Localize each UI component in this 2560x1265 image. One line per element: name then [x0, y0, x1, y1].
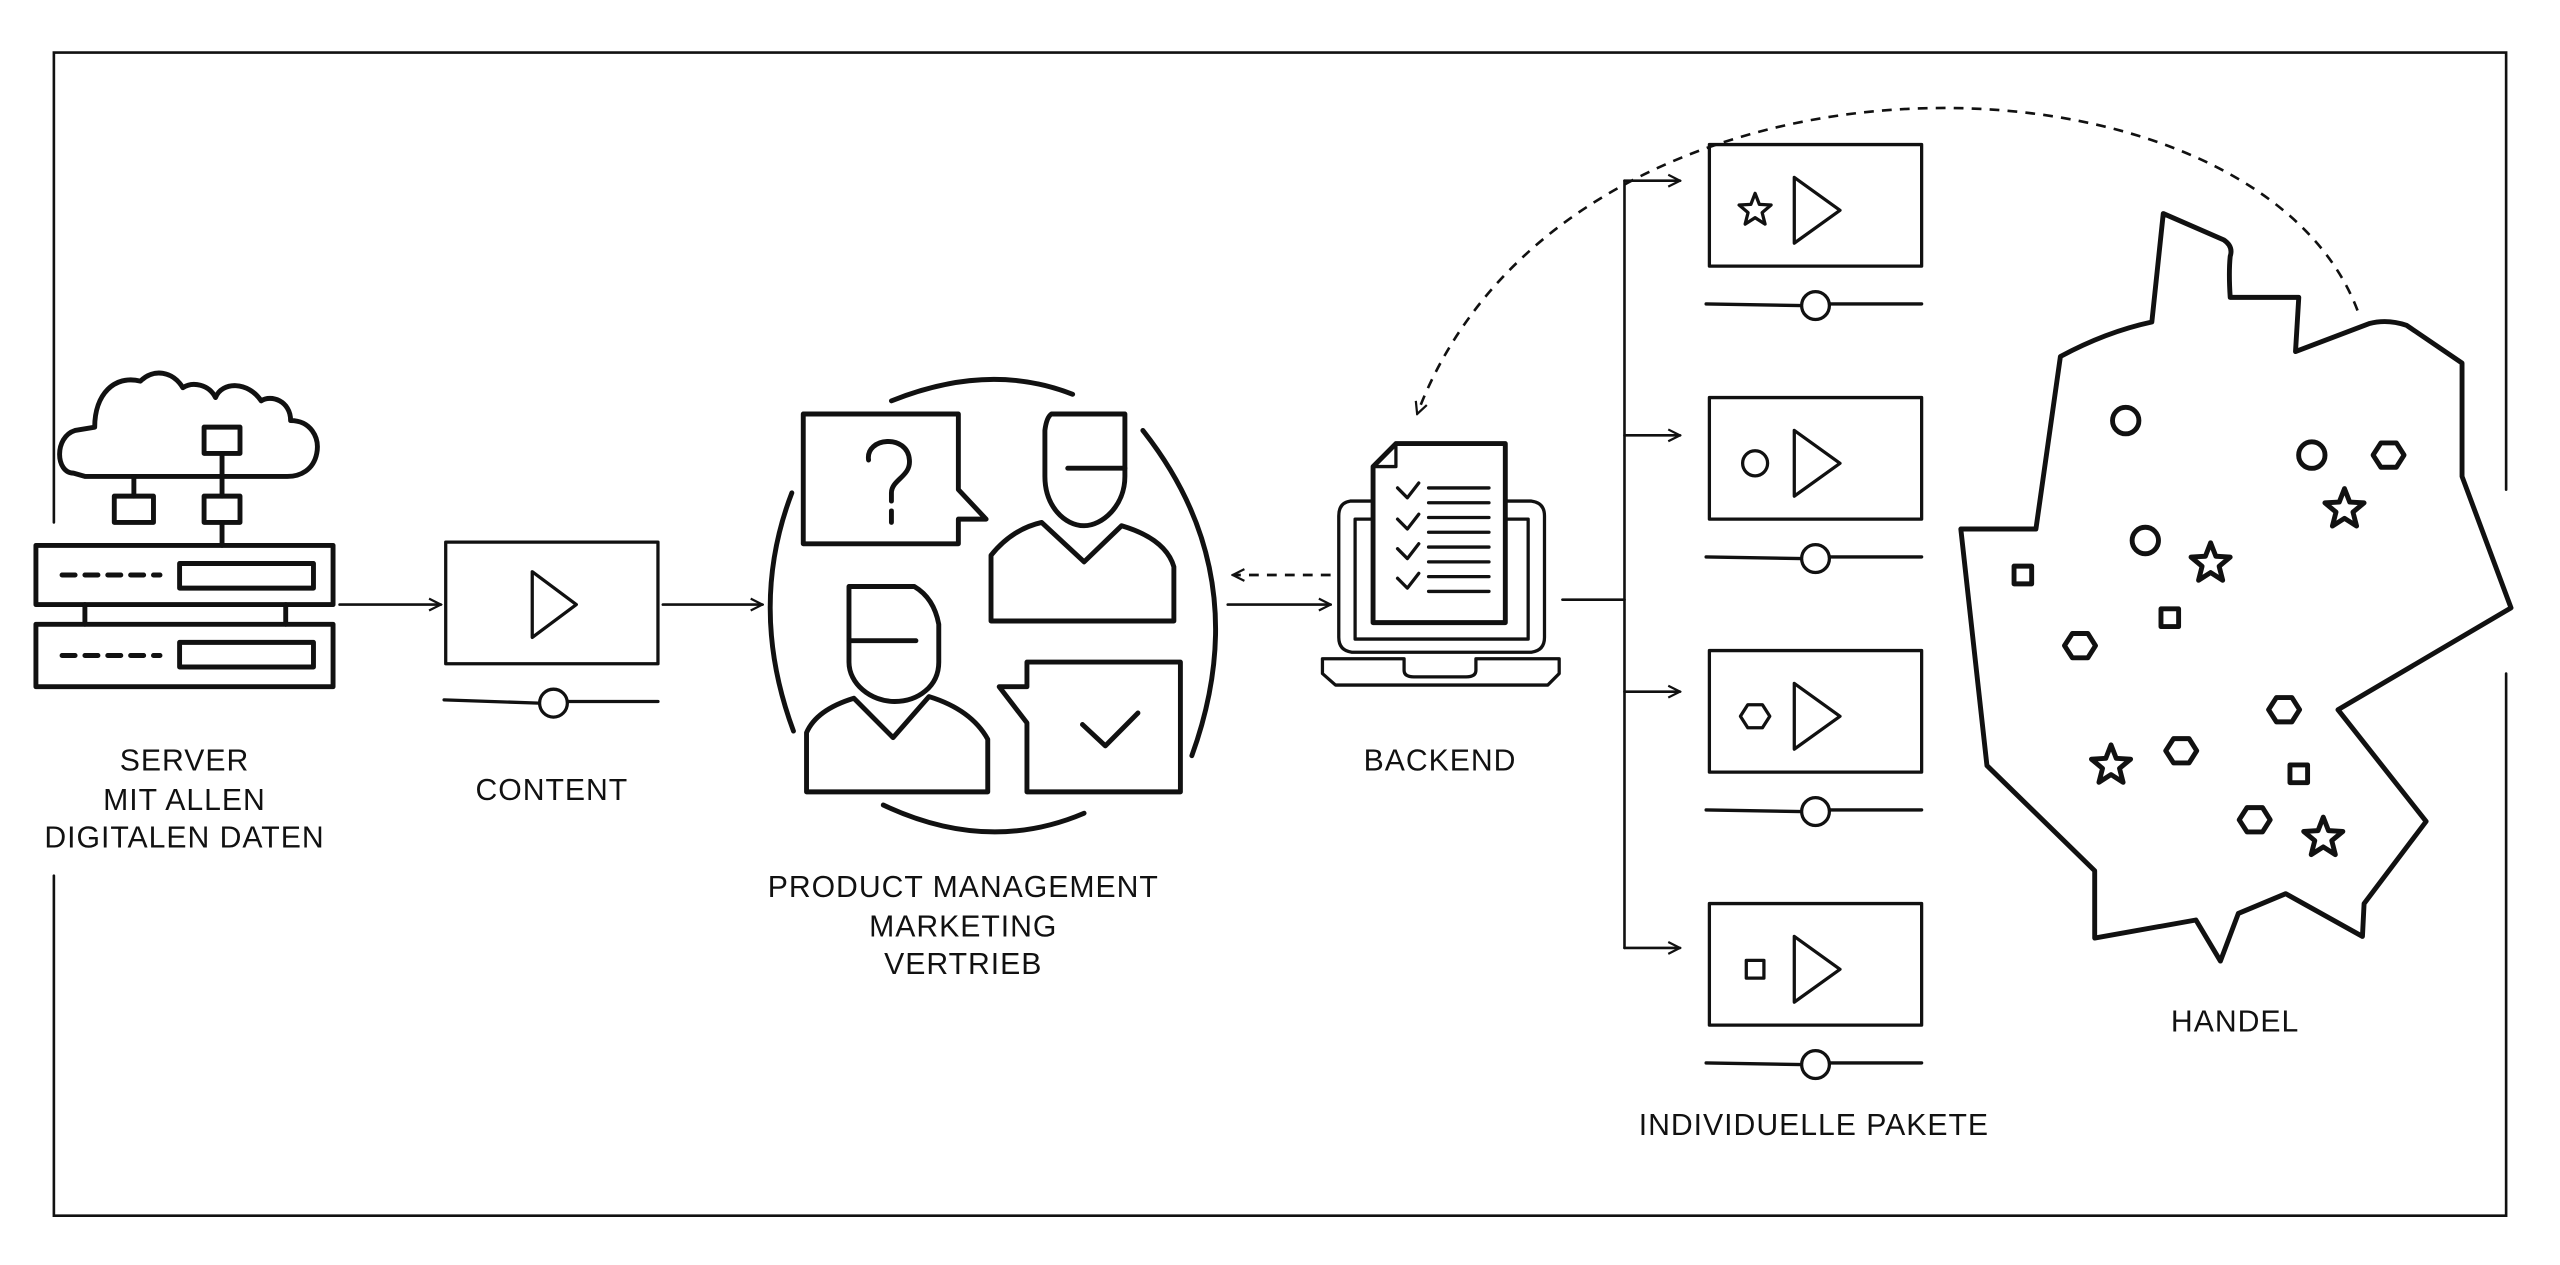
play-icon: [1792, 681, 1842, 751]
hexagon-marker-icon: [2062, 631, 2098, 661]
star-marker-icon: [1737, 191, 1773, 226]
team-label: PRODUCT MANAGEMENT MARKETING VERTRIEB: [768, 871, 1159, 981]
square-marker-icon: [1744, 958, 1766, 980]
packages-label: INDIVIDUELLE PAKETE: [1639, 1109, 1989, 1142]
branch-connector: [1561, 181, 1680, 948]
germany-map-icon: [1958, 211, 2514, 964]
map-markers: [2011, 404, 2407, 858]
arrow-handel-to-backend-dashed-arc: [1417, 106, 2359, 414]
star-marker-icon: [2322, 486, 2367, 529]
package-frame: [1707, 648, 1924, 774]
slider-handle: [1800, 542, 1832, 575]
backend-label: BACKEND: [1364, 744, 1517, 777]
hexagon-marker-icon: [1738, 703, 1772, 730]
server-cloud-icon: [33, 370, 336, 690]
package-frame: [1707, 901, 1924, 1027]
package-item: [1704, 395, 1924, 575]
star-marker-icon: [2188, 540, 2233, 583]
server-label: SERVER MIT ALLEN DIGITALEN DATEN: [44, 744, 324, 855]
checklist-items: [1395, 481, 1491, 594]
video-packages-icon: [1704, 142, 1924, 1081]
server-label-line-2: MIT ALLEN: [103, 784, 266, 817]
video-player-icon: [442, 540, 660, 719]
circle-marker-icon: [1740, 449, 1770, 478]
server-label-line-3: DIGITALEN DATEN: [44, 822, 324, 855]
play-icon: [1792, 934, 1842, 1004]
hexagon-marker-icon: [2266, 695, 2303, 725]
hexagon-marker-icon: [2163, 736, 2200, 766]
server-label-line-1: SERVER: [120, 744, 249, 777]
square-marker-icon: [2158, 606, 2182, 630]
play-icon: [1792, 428, 1842, 498]
outer-frame: [52, 51, 2508, 1218]
laptop-checklist-icon: [1320, 441, 1561, 687]
package-item: [1704, 142, 1924, 322]
play-icon: [1792, 175, 1842, 245]
package-frame: [1707, 395, 1924, 521]
team-label-line-3: VERTRIEB: [884, 948, 1042, 981]
package-frame: [1707, 142, 1924, 268]
square-marker-icon: [2011, 563, 2035, 587]
slider-handle: [1800, 795, 1832, 828]
square-marker-icon: [2287, 762, 2311, 786]
package-item: [1704, 648, 1924, 828]
team-label-line-1: PRODUCT MANAGEMENT: [768, 871, 1159, 904]
circle-marker-icon: [2296, 439, 2328, 471]
hexagon-marker-icon: [2370, 440, 2407, 470]
slider-handle: [1800, 1048, 1832, 1081]
circle-marker-icon: [2110, 404, 2142, 437]
hexagon-marker-icon: [2236, 805, 2273, 835]
star-marker-icon: [2088, 742, 2134, 785]
package-item: [1704, 901, 1924, 1081]
team-label-line-2: MARKETING: [869, 910, 1057, 943]
team-discussion-icon: [767, 376, 1219, 835]
circle-marker-icon: [2129, 524, 2161, 557]
star-marker-icon: [2301, 814, 2346, 858]
handel-label: HANDEL: [2171, 1006, 2299, 1039]
slider-handle: [1800, 289, 1832, 322]
content-label: CONTENT: [475, 774, 628, 807]
